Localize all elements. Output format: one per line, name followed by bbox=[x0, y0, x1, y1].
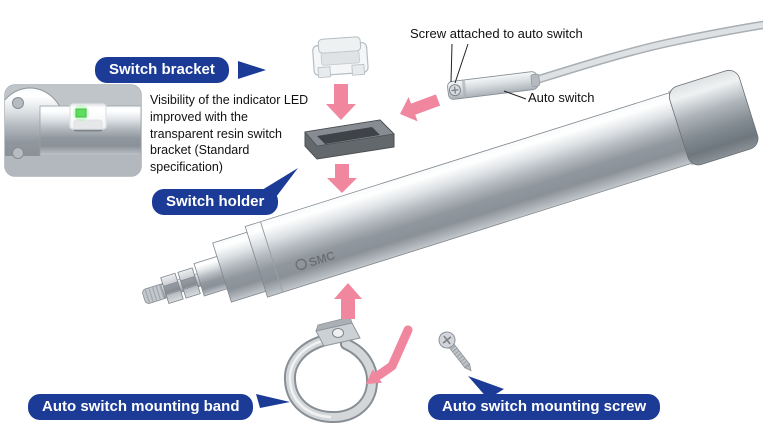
leader-lines bbox=[450, 43, 527, 100]
mounting-band-part bbox=[283, 316, 379, 423]
pointer-mounting-band bbox=[256, 394, 290, 408]
assembly-arrow-holder-to-cylinder bbox=[327, 164, 357, 193]
note-visibility: Visibility of the indicator LED improved… bbox=[150, 93, 309, 175]
label-switch-bracket: Switch bracket bbox=[95, 57, 229, 83]
assembly-arrow-band-to-cylinder bbox=[334, 283, 362, 319]
label-mounting-screw: Auto switch mounting screw bbox=[428, 394, 661, 420]
label-mounting-band: Auto switch mounting band bbox=[28, 394, 254, 420]
auto-switch bbox=[447, 71, 541, 100]
assembly-arrow-screw-to-band bbox=[365, 325, 413, 385]
assembly-arrow-bracket-to-holder bbox=[326, 84, 356, 120]
inset-photo bbox=[4, 84, 142, 177]
indicator-led bbox=[75, 108, 87, 118]
callout-auto-switch: Auto switch bbox=[528, 90, 595, 105]
callout-screw-attached: Screw attached to auto switch bbox=[410, 26, 583, 41]
label-switch-holder: Switch holder bbox=[152, 189, 279, 215]
assembly-arrow-switch-to-holder bbox=[400, 94, 441, 122]
attached-screw bbox=[448, 84, 461, 97]
rod-nut bbox=[160, 272, 184, 305]
mounting-screw-part bbox=[438, 331, 472, 372]
switch-holder-part bbox=[304, 119, 395, 160]
pointer-mounting-screw bbox=[468, 376, 504, 399]
auto-switch-cable bbox=[528, 20, 763, 86]
cylinder: SMC bbox=[142, 69, 759, 305]
switch-bracket-part bbox=[312, 36, 369, 79]
rod-nut bbox=[177, 267, 201, 299]
pointer-switch-bracket bbox=[238, 61, 266, 79]
end-cap bbox=[668, 69, 759, 166]
band-screw-hole bbox=[332, 328, 344, 338]
